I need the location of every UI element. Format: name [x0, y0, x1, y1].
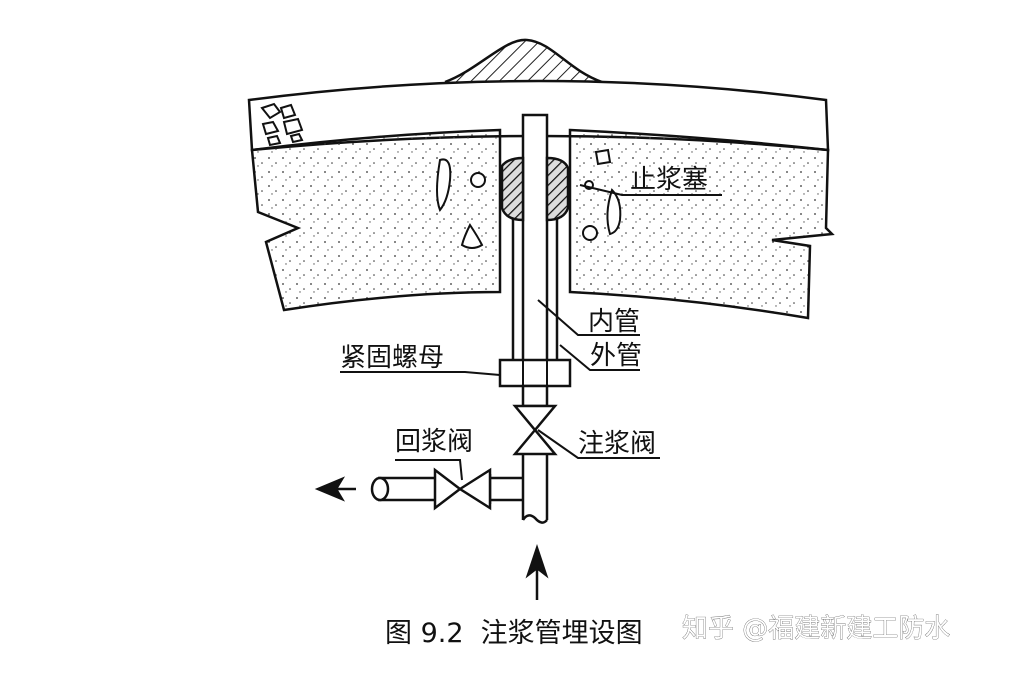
stop-plug [500, 156, 525, 222]
return-flow-arrow [314, 476, 356, 502]
label-stop-plug: 止浆塞 [630, 165, 708, 195]
grout-pipe-assembly [370, 113, 572, 524]
rock-mound [444, 38, 603, 84]
injection-valve [512, 404, 558, 456]
figure-caption: 图 9.2 注浆管埋设图 [385, 618, 643, 649]
injection-flow-arrow [525, 544, 549, 600]
watermark: 知乎 @福建新建工防水 [682, 614, 950, 644]
tunnel-lining [247, 79, 835, 320]
label-inner-pipe: 内管 [588, 307, 640, 337]
label-return-valve: 回浆阀 [395, 427, 473, 457]
leader-lines [340, 184, 722, 481]
label-injection-valve: 注浆阀 [578, 429, 656, 459]
label-outer-pipe: 外管 [590, 341, 642, 371]
flow-arrows [314, 476, 549, 600]
return-valve [433, 467, 492, 511]
label-fastening-nut: 紧固螺母 [340, 343, 444, 373]
fastening-nut [498, 358, 572, 388]
